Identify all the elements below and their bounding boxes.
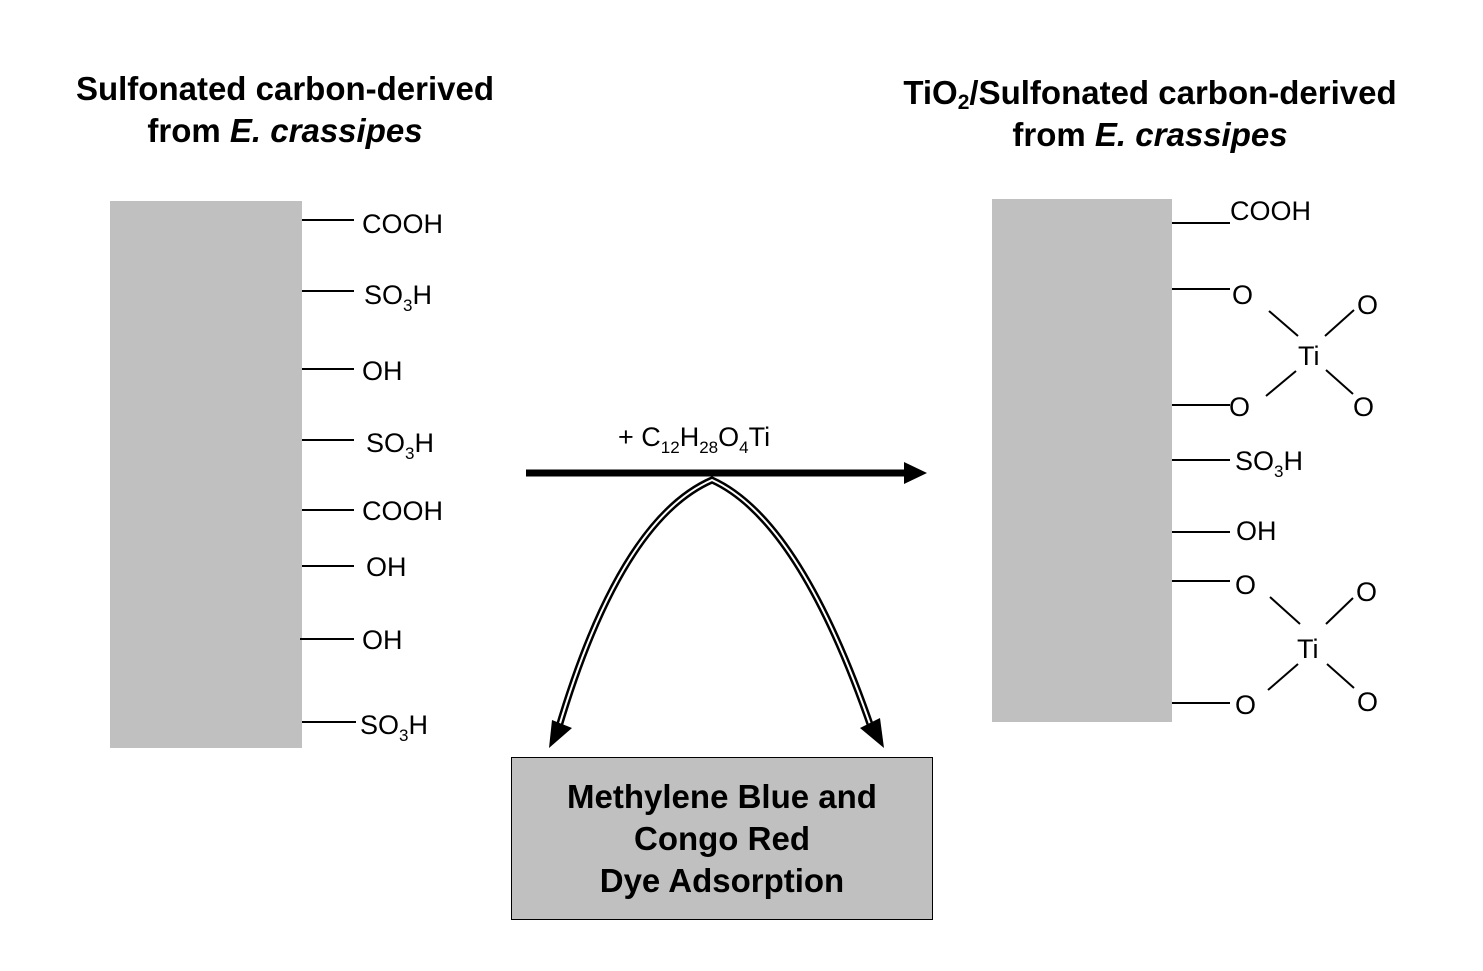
bond-line — [1265, 370, 1297, 397]
right-oh: OH — [1172, 516, 1277, 546]
group-label: OH — [362, 625, 403, 655]
right-title-species: E. crassipes — [1094, 116, 1288, 153]
right-cooh: COOH — [1172, 196, 1311, 226]
right-title-rest: /Sulfonated carbon-derived — [969, 74, 1397, 111]
group-label: SO3H — [1235, 446, 1303, 481]
curved-arrow-inner — [557, 478, 873, 731]
left-group-6: OH — [302, 552, 407, 582]
group-label: COOH — [1230, 196, 1311, 226]
oxygen-label: O — [1356, 577, 1377, 607]
right-title-line2: from E. crassipes — [880, 114, 1420, 156]
right-title: TiO2/Sulfonated carbon-derived from E. c… — [880, 72, 1420, 156]
reaction-arrow — [526, 462, 927, 484]
left-title-from: from — [147, 112, 230, 149]
bond-line — [1267, 663, 1299, 691]
group-label: OH — [1236, 516, 1277, 546]
bond-line — [1324, 309, 1355, 337]
right-title-prefix: TiO — [903, 74, 958, 111]
group-label: OH — [362, 356, 403, 386]
group-label: COOH — [362, 496, 443, 526]
left-group-2: SO3H — [302, 280, 432, 315]
titanium-label: Ti — [1297, 634, 1319, 664]
titanium-label: Ti — [1298, 341, 1320, 371]
tio2-sulfonated-carbon-surface — [992, 199, 1172, 722]
left-title-line2: from E. crassipes — [40, 110, 530, 152]
left-group-1: COOH — [302, 209, 443, 239]
bond-line — [1269, 596, 1301, 625]
reaction-arrow-head — [904, 462, 927, 484]
oxygen-label: O — [1232, 280, 1253, 310]
group-label: SO3H — [360, 710, 428, 745]
dye-adsorption-label: Methylene Blue and Congo Red Dye Adsorpt… — [567, 777, 877, 899]
group-label: SO3H — [364, 280, 432, 315]
bond-line — [1268, 310, 1299, 337]
oxygen-label: O — [1235, 570, 1256, 600]
sulfonated-carbon-surface — [110, 201, 302, 748]
left-group-8: SO3H — [302, 710, 428, 745]
oxygen-label: O — [1235, 690, 1256, 720]
bond-line — [1325, 597, 1354, 625]
curved-arrow-head-right — [860, 718, 884, 748]
oxygen-label: O — [1229, 392, 1250, 422]
right-title-from: from — [1012, 116, 1095, 153]
left-title: Sulfonated carbon-derived from E. crassi… — [40, 68, 530, 152]
right-title-line1: TiO2/Sulfonated carbon-derived — [880, 72, 1420, 114]
group-label: COOH — [362, 209, 443, 239]
left-group-3: OH — [302, 356, 403, 386]
right-ti-complex-2: O O Ti O O — [1172, 570, 1378, 720]
group-label: OH — [366, 552, 407, 582]
oxygen-label: O — [1353, 392, 1374, 422]
oxygen-label: O — [1357, 687, 1378, 717]
left-group-7: OH — [300, 625, 403, 655]
right-ti-complex-1: O O Ti O O — [1172, 280, 1378, 422]
oxygen-label: O — [1357, 290, 1378, 320]
curved-arrow — [549, 476, 884, 748]
bond-line — [1326, 663, 1355, 689]
right-so3h: SO3H — [1172, 446, 1303, 481]
left-group-4: SO3H — [302, 428, 434, 463]
bond-line — [1325, 369, 1354, 395]
left-title-species: E. crassipes — [229, 112, 423, 149]
right-title-prefix-subscript: 2 — [957, 91, 970, 114]
curved-arrow-head-left — [549, 720, 572, 748]
dye-adsorption-box: Methylene Blue and Congo Red Dye Adsorpt… — [511, 757, 933, 920]
reagent-label: + C12H28O4Ti — [618, 422, 770, 457]
left-group-5: COOH — [302, 496, 443, 526]
left-title-line1: Sulfonated carbon-derived — [75, 70, 495, 107]
group-label: SO3H — [366, 428, 434, 463]
